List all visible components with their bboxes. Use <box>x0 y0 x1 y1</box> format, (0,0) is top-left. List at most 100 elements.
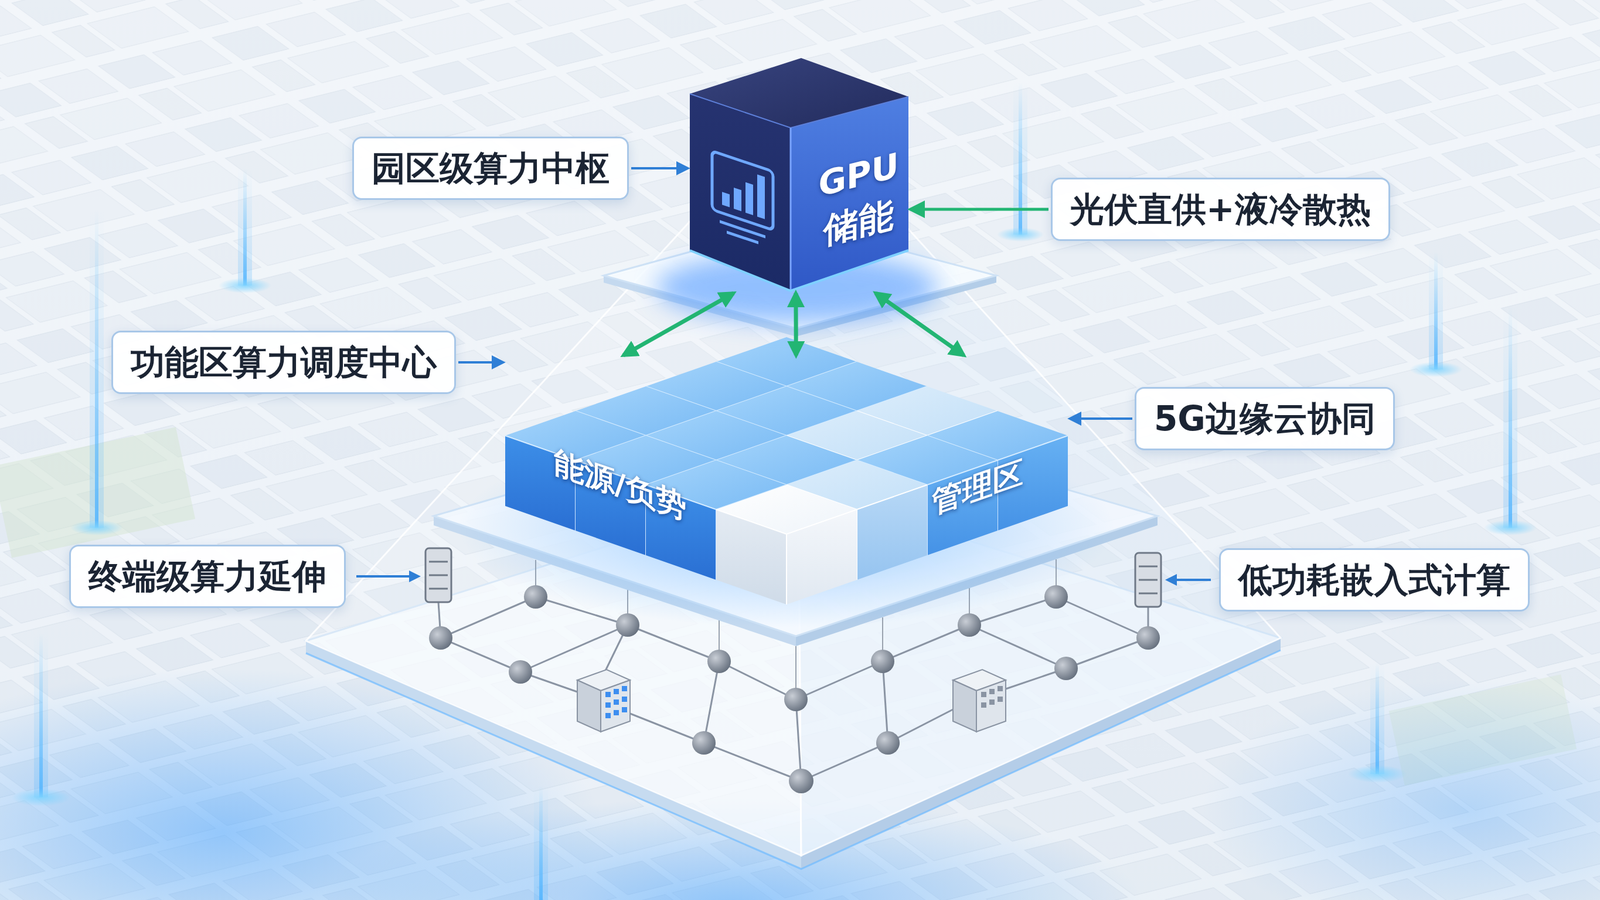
connector-arrow <box>623 293 734 356</box>
building-icon <box>613 699 619 705</box>
light-beam <box>1508 305 1513 528</box>
middle-platform <box>458 427 1115 628</box>
light-beam <box>11 82 1537 900</box>
connector-arrow <box>458 361 503 364</box>
network-link <box>882 624 970 662</box>
network-node <box>788 768 814 793</box>
compute-cube-grid <box>505 336 1068 605</box>
compute-cube-grid <box>716 484 857 605</box>
compute-hub-cube <box>790 127 792 291</box>
network-link <box>627 712 704 743</box>
building-icon <box>981 691 987 697</box>
building-icon <box>600 679 631 732</box>
building-icon <box>952 679 977 732</box>
building-icon <box>621 696 628 702</box>
callout-text: 园区级算力中枢 <box>371 148 610 189</box>
network-node <box>707 649 731 673</box>
callout-box: 终端级算力延伸 <box>69 544 346 609</box>
chart-icon <box>726 232 759 243</box>
building-icon <box>605 702 611 708</box>
leader-arrow <box>409 570 421 582</box>
light-beam <box>11 788 71 806</box>
connector-arrow <box>910 208 1049 211</box>
cube-label: 储能 <box>823 193 894 251</box>
network-link <box>801 742 888 781</box>
callout-box: 低功耗嵌入式计算 <box>1219 547 1530 612</box>
callout-text: 5G边缘云协同 <box>1153 399 1376 439</box>
network-node <box>429 625 453 650</box>
light-beam <box>533 785 548 900</box>
callout-text: 功能区算力调度中心 <box>130 342 437 383</box>
light-beam <box>94 209 99 528</box>
callout-text: 终端级算力延伸 <box>88 556 327 597</box>
light-beam <box>1503 305 1518 528</box>
light-beam <box>1409 361 1463 377</box>
light-beam <box>1018 82 1023 235</box>
callout-box: 园区级算力中枢 <box>352 136 629 201</box>
network-node <box>1054 656 1078 680</box>
light-beam <box>39 632 43 798</box>
building-icon <box>605 712 611 718</box>
building-icon <box>621 685 628 691</box>
network-link <box>703 742 802 781</box>
chart-icon <box>722 191 730 207</box>
chart-icon <box>757 174 765 219</box>
building-icon <box>976 679 1006 732</box>
building-icon <box>577 669 1006 732</box>
building-icon <box>605 691 611 697</box>
cube-label: 管理区 <box>931 455 1024 521</box>
network-link <box>1056 596 1149 638</box>
network-node <box>1136 625 1160 650</box>
callout-box: 5G边缘云协同 <box>1134 386 1395 451</box>
light-beam <box>33 632 49 798</box>
building-icon <box>989 688 995 694</box>
building-icon <box>989 699 995 705</box>
chart-icon <box>719 221 766 237</box>
light-beam <box>243 168 247 286</box>
network-node <box>784 687 808 711</box>
background <box>1201 679 1600 900</box>
light-beam <box>218 277 272 294</box>
cube-cluster-node: 能源/负势管理区 <box>505 357 1068 604</box>
building-icon <box>997 685 1003 691</box>
server-icon <box>1138 579 1158 581</box>
light-beam <box>1013 82 1028 235</box>
compute-hub-cube <box>689 93 909 128</box>
light-beam <box>1434 252 1438 370</box>
server-icon <box>429 560 448 563</box>
callout-text: 光伏直供+液冷散热 <box>1070 189 1371 230</box>
server-icon <box>1138 565 1158 568</box>
building-icon <box>997 696 1003 702</box>
building-icon <box>577 679 601 732</box>
connector-arrow <box>1070 417 1133 420</box>
chart-icon <box>745 182 754 216</box>
network-link <box>440 637 521 672</box>
network-link <box>719 661 796 700</box>
server-icon <box>1135 552 1162 607</box>
network-link <box>440 596 536 638</box>
server-icon <box>429 587 448 590</box>
connector-arrow <box>875 293 964 356</box>
middle-platform <box>433 410 1158 636</box>
connector-arrow <box>631 167 688 170</box>
leader-arrow <box>356 574 411 578</box>
network-link <box>969 624 1067 669</box>
network-node <box>870 649 895 673</box>
leader-arrow <box>1165 573 1177 586</box>
network-link <box>703 661 720 743</box>
light-beam <box>1370 662 1385 774</box>
light-beam <box>1428 252 1443 370</box>
light-beam <box>89 209 104 528</box>
light-beam <box>539 785 543 900</box>
server-icon <box>1138 592 1158 595</box>
building-icon <box>613 709 619 716</box>
network-node <box>508 659 533 684</box>
compute-hub-cube <box>689 58 909 291</box>
network-link <box>627 624 720 662</box>
building-icon <box>621 706 628 713</box>
light-beam <box>237 168 253 286</box>
server-icon <box>429 574 448 577</box>
server-icon <box>425 547 452 602</box>
